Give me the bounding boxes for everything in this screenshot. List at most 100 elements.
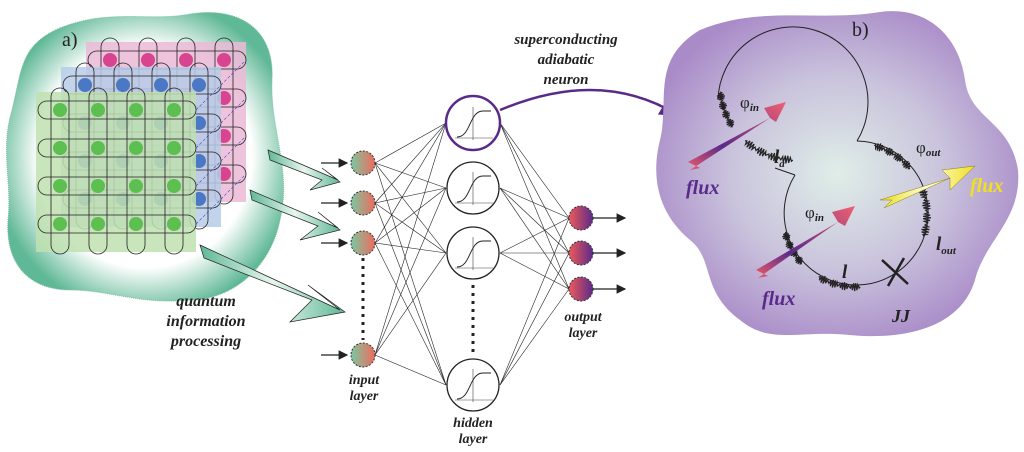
column-loop xyxy=(50,87,70,255)
neuron-caption-2: adiabatic xyxy=(538,52,595,68)
qubit-dot xyxy=(192,78,206,92)
caption-processing: processing xyxy=(169,333,241,350)
connection xyxy=(374,187,447,244)
qubit-dot xyxy=(53,217,67,231)
qubit-dot xyxy=(179,53,193,67)
connection xyxy=(499,122,570,254)
connection xyxy=(499,122,570,290)
output-layer-label-2: layer xyxy=(569,326,598,341)
lattice-layer-green xyxy=(36,87,197,255)
layer-connector xyxy=(195,97,247,149)
inductor-coil xyxy=(818,275,861,292)
connection xyxy=(374,187,447,356)
inductor-coil xyxy=(782,231,803,265)
connection xyxy=(499,187,570,254)
phi-in-lower: φin xyxy=(805,203,824,224)
qubit-dot xyxy=(103,53,117,67)
panel-b-blob xyxy=(656,11,1019,337)
qubit-dot xyxy=(141,53,155,67)
connection xyxy=(374,162,447,189)
column-loop xyxy=(164,87,184,255)
connection xyxy=(499,217,570,386)
qubit-dot xyxy=(91,103,105,117)
qubit-dot xyxy=(167,179,181,193)
quantum-info-arrows xyxy=(199,149,346,323)
inductor-coil xyxy=(918,186,932,237)
neuron-pointer-arrow xyxy=(499,88,681,117)
layer-connector xyxy=(195,135,247,187)
sigmoid-curve xyxy=(456,110,491,138)
connection xyxy=(374,242,447,386)
connection xyxy=(499,252,570,290)
qubit-dot xyxy=(53,103,67,117)
activation-axes xyxy=(455,369,493,402)
connection xyxy=(374,122,447,204)
input-layer-label-2: layer xyxy=(350,389,379,404)
neuron-caption-1: superconducting xyxy=(513,32,618,48)
input-node xyxy=(350,342,376,368)
connection xyxy=(499,252,570,386)
inductor-coil xyxy=(744,140,794,164)
caption-quantum: quantum xyxy=(176,293,236,310)
inductance-l: l xyxy=(842,262,848,283)
panel-b-label: b) xyxy=(852,19,869,41)
input-node xyxy=(350,190,376,216)
output-node xyxy=(568,240,594,266)
qubit-dot xyxy=(91,179,105,193)
activation-axes xyxy=(455,107,493,140)
connections xyxy=(374,122,570,386)
qubit-dot xyxy=(53,179,67,193)
qubit-dot xyxy=(167,103,181,117)
qubit-dot xyxy=(78,78,92,92)
flux-out-arrow xyxy=(879,165,976,209)
connection xyxy=(499,187,570,219)
connection xyxy=(374,242,447,254)
connection xyxy=(374,122,447,244)
qubit-dot xyxy=(53,141,67,155)
activation-axes xyxy=(455,237,493,270)
connection xyxy=(499,122,570,219)
column-loop xyxy=(88,87,108,255)
sigmoid-curve xyxy=(456,175,491,203)
hidden-layer-label-1: hidden xyxy=(453,416,493,431)
column-loop xyxy=(126,87,146,255)
inductor-coils xyxy=(716,91,932,292)
inductor-coil xyxy=(873,143,911,170)
connection xyxy=(374,162,447,386)
output-node xyxy=(568,205,594,231)
qubit-dot xyxy=(167,141,181,155)
qubit-dot xyxy=(91,217,105,231)
connection xyxy=(374,122,447,164)
flux-label-lower: flux xyxy=(762,288,795,310)
layer-connector xyxy=(195,59,247,111)
qubit-dot xyxy=(167,217,181,231)
caption-information: information xyxy=(166,313,245,330)
inductance-lout: lout xyxy=(936,234,957,257)
qubit-lattice xyxy=(36,37,247,255)
qubit-dot xyxy=(129,217,143,231)
arrow-3 xyxy=(199,244,346,323)
jj-junction-icon xyxy=(881,257,909,287)
output-node xyxy=(568,276,594,302)
connection xyxy=(374,354,447,386)
inductance-la: la xyxy=(774,147,785,170)
connection xyxy=(374,187,447,204)
upper-loop xyxy=(717,26,869,142)
coupling-line xyxy=(774,167,796,176)
neuron-caption-3: neuron xyxy=(543,72,588,88)
connection xyxy=(374,202,447,254)
qubit-dot xyxy=(116,78,130,92)
phi-in-upper: φin xyxy=(740,93,759,114)
arrow-1 xyxy=(267,149,341,191)
output-layer-label-1: output xyxy=(564,310,602,325)
qubit-dot xyxy=(129,141,143,155)
sigmoid-curve xyxy=(456,372,491,400)
arrow-2 xyxy=(249,189,341,241)
connection xyxy=(374,162,447,254)
qubit-dot xyxy=(217,53,231,67)
qubit-dot xyxy=(91,141,105,155)
connection xyxy=(499,217,570,254)
connection xyxy=(374,122,447,356)
